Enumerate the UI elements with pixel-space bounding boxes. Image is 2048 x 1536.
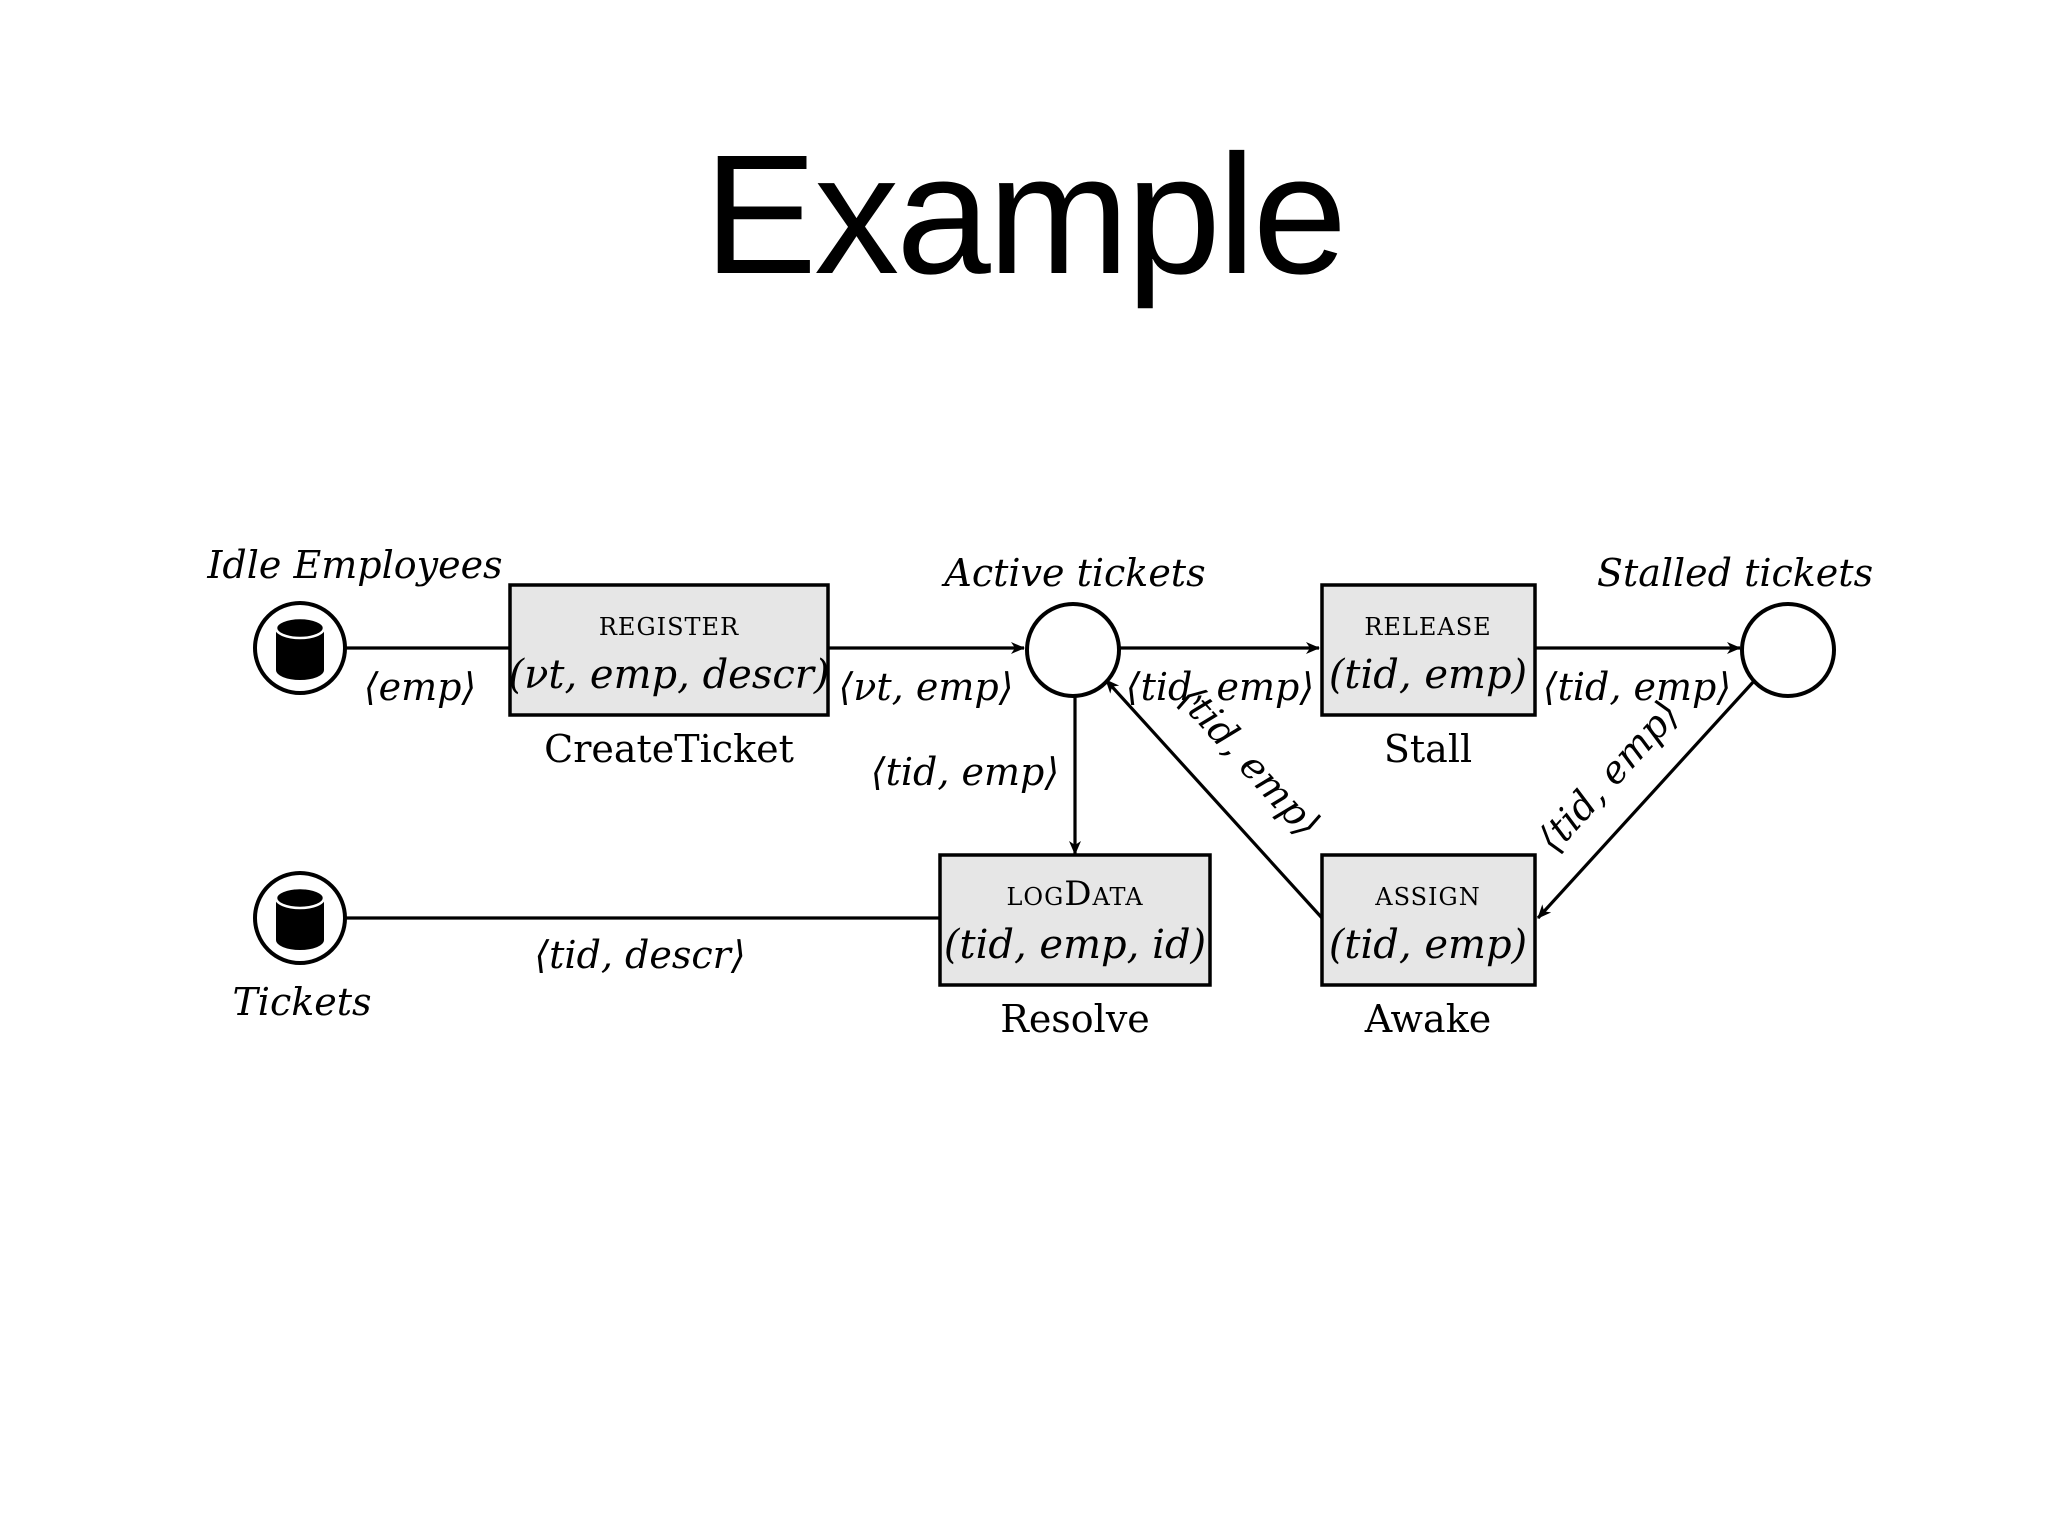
slide-title: Example (703, 120, 1347, 310)
transition-register-name: register (599, 604, 739, 644)
transition-release-name: release (1364, 604, 1491, 644)
transition-register: register (νt, emp, descr) (508, 583, 830, 717)
place-tickets (253, 871, 347, 965)
arc-label-stalled-to-assign: ⟨tid, emp⟩ (1529, 692, 1688, 861)
transition-release-label: Stall (1384, 727, 1472, 771)
place-label-tickets: Tickets (232, 980, 371, 1024)
place-label-stalled-tickets: Stalled tickets (1597, 551, 1873, 595)
arc-label-active-to-release: ⟨tid, emp⟩ (1126, 665, 1314, 709)
transition-logdata-params: (tid, emp, id) (944, 922, 1206, 968)
transition-assign-params: (tid, emp) (1329, 922, 1527, 968)
arc-label-logdata-to-tickets: ⟨tid, descr⟩ (534, 933, 745, 977)
transition-assign: assign (tid, emp) (1320, 853, 1537, 987)
transition-assign-label: Awake (1364, 997, 1491, 1041)
database-icon (274, 886, 326, 950)
arc-stalled-to-assign (1536, 678, 1757, 920)
transition-logdata-label: Resolve (1000, 997, 1150, 1041)
transition-assign-name: assign (1374, 874, 1480, 914)
arc-label-idle-to-register: ⟨emp⟩ (364, 665, 477, 709)
place-idle-employees (253, 601, 347, 695)
arc-assign-to-active (1104, 678, 1324, 920)
transition-release-params: (tid, emp) (1329, 652, 1527, 698)
place-label-active-tickets: Active tickets (941, 551, 1205, 595)
transition-release: release (tid, emp) (1320, 583, 1537, 717)
transition-register-params: (νt, emp, descr) (509, 652, 830, 698)
transition-logdata-name: logData (1006, 874, 1143, 914)
place-stalled-tickets (1740, 602, 1836, 698)
arc-label-release-to-stalled: ⟨tid, emp⟩ (1543, 665, 1731, 709)
arc-label-active-to-logdata: ⟨tid, emp⟩ (871, 750, 1059, 794)
transition-register-label: CreateTicket (544, 727, 794, 771)
arc-label-register-to-active: ⟨νt, emp⟩ (838, 665, 1013, 709)
place-label-idle-employees: Idle Employees (206, 543, 502, 587)
transition-logdata: logData (tid, emp, id) (938, 853, 1212, 987)
database-icon (274, 616, 326, 680)
place-active-tickets (1025, 602, 1121, 698)
